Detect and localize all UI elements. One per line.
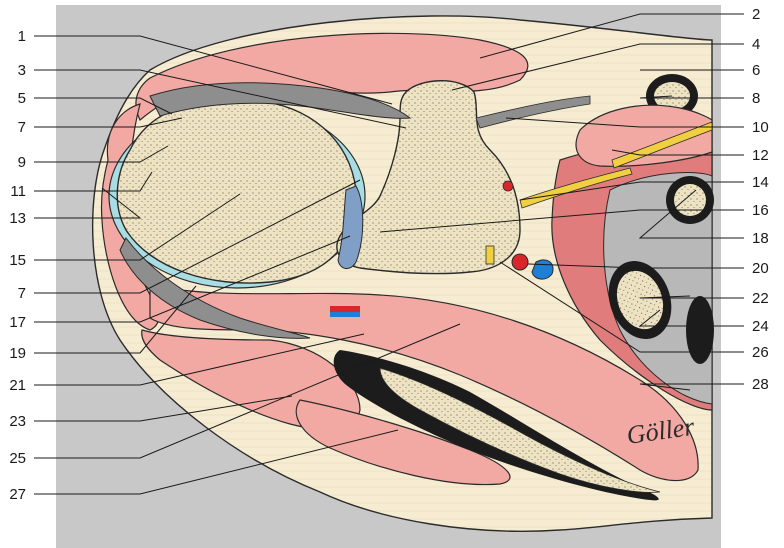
label-left: 27 — [9, 486, 26, 503]
label-right: 22 — [752, 290, 769, 307]
label-left: 7 — [18, 285, 26, 302]
label-left: 23 — [9, 413, 26, 430]
artery-small — [503, 181, 513, 191]
label-left: 25 — [9, 450, 26, 467]
label-right: 16 — [752, 202, 769, 219]
label-left: 19 — [9, 345, 26, 362]
rib-middle-marrow — [674, 184, 706, 216]
label-right: 20 — [752, 260, 769, 277]
artery — [512, 254, 528, 270]
label-left: 11 — [10, 183, 26, 200]
label-right: 26 — [752, 344, 769, 361]
vein-lower — [330, 312, 360, 317]
label-right: 10 — [752, 119, 769, 136]
nerve-small — [486, 246, 494, 264]
rib-bottom — [686, 296, 714, 364]
humeral-head-bone — [117, 99, 356, 283]
label-left: 3 — [18, 62, 26, 79]
label-left: 15 — [9, 252, 26, 269]
label-left: 17 — [9, 314, 26, 331]
label-right: 18 — [752, 230, 769, 247]
label-left: 5 — [18, 90, 26, 107]
label-right: 4 — [752, 36, 760, 53]
label-left: 21 — [9, 377, 26, 394]
label-right: 6 — [752, 62, 760, 79]
label-right: 14 — [752, 174, 769, 191]
label-right: 24 — [752, 318, 769, 335]
label-left: 9 — [18, 154, 26, 171]
label-right: 8 — [752, 90, 760, 107]
label-left: 7 — [18, 119, 26, 136]
label-right: 28 — [752, 376, 769, 393]
artery-lower — [330, 306, 360, 312]
label-right: 2 — [752, 6, 760, 23]
label-right: 12 — [752, 147, 769, 164]
label-left: 1 — [18, 28, 26, 45]
vein — [532, 260, 553, 279]
label-left: 13 — [9, 210, 26, 227]
